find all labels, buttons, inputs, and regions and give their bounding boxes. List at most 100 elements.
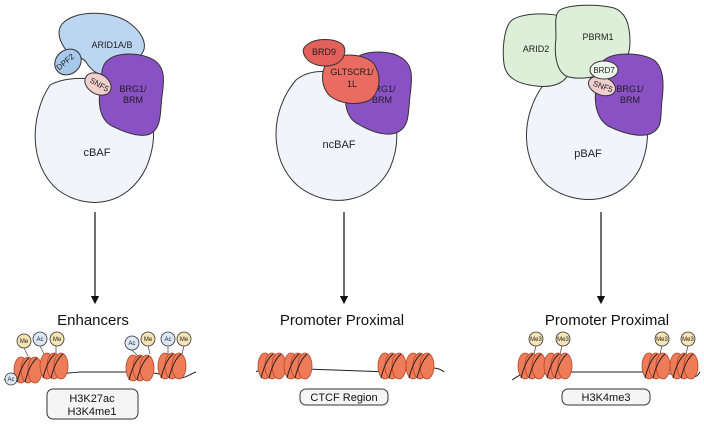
cbaf-me-mark-3	[140, 331, 156, 347]
cbaf-me-mark-2-label: Me	[53, 337, 62, 343]
ncbaf-nucleosome-3	[377, 352, 407, 380]
pbaf-pbrm1-label: PBRM1	[582, 32, 613, 42]
pbaf-me3-mark-4-label: Me3	[682, 337, 694, 343]
pbaf-nucleosome-1	[517, 352, 547, 380]
ncbaf-region-label-box	[299, 388, 389, 406]
cbaf-nucleosome-3	[125, 354, 155, 382]
cbaf-nucleosome-2-dna-wrap-1	[42, 353, 56, 379]
pbaf-nucleosome-3	[641, 352, 671, 380]
cbaf-nucleosome-4-dna-wrap-1	[160, 353, 174, 379]
cbaf-ac-mark-1-label: Ac	[36, 337, 43, 343]
cbaf-nucleosome-1-dna-wrap-2	[24, 357, 38, 383]
ncbaf-nucleosome-2-dna-wrap-1	[286, 353, 300, 379]
cbaf-brg1-label-line2: BRM	[123, 95, 143, 105]
cbaf-ac-mark-1	[32, 331, 48, 347]
pbaf-name: pBAF	[574, 148, 602, 160]
pbaf-nucleosome-2-dna-wrap-2	[554, 353, 568, 379]
cbaf-ac-mark-2	[124, 335, 140, 351]
cbaf-nucleosome-1-dna-wrap-1	[16, 357, 30, 383]
ncbaf-nucleosome-4-dna-wrap-1	[408, 353, 422, 379]
pbaf-brg1-label-line1: BRG1/	[616, 84, 644, 94]
cbaf-nucleosome-3-dna-wrap-1	[128, 355, 142, 381]
pbaf-nucleosome-1-dna-wrap-2	[528, 353, 542, 379]
cbaf-nucleosome-4-dna-wrap-2	[168, 353, 182, 379]
cbaf-mark-label-line2: H3K4me1	[68, 406, 117, 418]
cbaf-me-mark-4-label: Me	[180, 337, 189, 343]
cbaf-chromatin: Me Ac Me Ac Ac Me Ac Me H3K27ac H3K4me1	[3, 331, 197, 420]
ncbaf-gltscr-label-line1: GLTSCR1/	[330, 67, 374, 77]
cbaf-me-mark-4	[176, 331, 192, 347]
pbaf-nucleosome-2-disc-3	[557, 352, 573, 380]
ncbaf-nucleosome-3-dna-wrap-1	[380, 353, 394, 379]
pbaf-me3-mark-3-label: Me3	[656, 337, 668, 343]
cbaf-ac-mark-dna	[4, 372, 18, 386]
ncbaf-nucleosome-3-dna-wrap-2	[388, 353, 402, 379]
cbaf-nucleosome-3-disc-3	[139, 354, 155, 382]
pbaf-me3-mark-1	[528, 331, 544, 347]
ncbaf-nucleosome-4-disc-3	[419, 352, 435, 380]
pbaf-brd7-subunit	[589, 60, 619, 80]
ncbaf-brg1-label-line2: BRM	[372, 95, 392, 105]
pbaf-nucleosome-2-dna-wrap-1	[546, 353, 560, 379]
ncbaf-target-title: Promoter Proximal	[280, 312, 404, 329]
ncbaf-gltscr-label-line2: 1L	[347, 79, 357, 89]
pbaf-chromatin: Me3 Me3 Me3 Me3 H3K4me3	[511, 331, 701, 406]
pbaf-complex: ARID2 PBRM1 BRG1/ BRM SNF5 BRD7 pBAF	[502, 4, 664, 201]
pbaf-nucleosome-2	[543, 352, 573, 380]
cbaf-nucleosome-1	[13, 356, 43, 384]
pbaf-nucleosome-4-dna-wrap-2	[680, 353, 694, 379]
pbaf-me3-mark-1-label: Me3	[530, 337, 542, 343]
ncbaf-nucleosome-1-dna-wrap-2	[268, 353, 282, 379]
ncbaf-nucleosome-4-dna-wrap-2	[416, 353, 430, 379]
cbaf-brg1-label-line1: BRG1/	[119, 84, 147, 94]
ncbaf-brd9-subunit	[302, 39, 346, 67]
cbaf-nucleosome-2	[39, 352, 69, 380]
ncbaf-gltscr-subunit	[322, 54, 380, 104]
pbaf-me3-mark-4	[680, 331, 696, 347]
cbaf-nucleosome-1-disc-3	[27, 356, 43, 384]
pbaf-nucleosome-1-dna-wrap-1	[520, 353, 534, 379]
pbaf-nucleosome-4	[669, 352, 699, 380]
pbaf-nucleosome-4-dna-wrap-1	[672, 353, 686, 379]
pbaf-nucleosome-3-disc-3	[655, 352, 671, 380]
ncbaf-brg1-label-line1: BRG1/	[368, 84, 396, 94]
cbaf-nucleosome-4	[157, 352, 187, 380]
pbaf-me3-mark-2-label: Me3	[557, 337, 569, 343]
ncbaf-complex: BRG1/ BRM GLTSCR1/ 1L BRD9 ncBAF	[275, 39, 413, 201]
pbaf-mark-label-box	[561, 388, 651, 406]
cbaf-ac-mark-2-label: Ac	[128, 341, 135, 347]
ncbaf-nucleosome-2	[283, 352, 313, 380]
ncbaf-region-label: CTCF Region	[310, 392, 377, 404]
ncbaf-nucleosome-2-disc-3	[297, 352, 313, 380]
ncbaf-nucleosome-1	[257, 352, 287, 380]
cbaf-name: cBAF	[84, 147, 111, 159]
cbaf-complex: ARID1A/B DPF2 BRG1/ BRM SNF5 cBAF	[34, 12, 165, 203]
pbaf-brg1-label-line2: BRM	[620, 95, 640, 105]
pbaf-mark-label: H3K4me3	[582, 392, 631, 404]
pbaf-nucleosome-3-dna-wrap-2	[652, 353, 666, 379]
cbaf-ac-mark-dna-label: Ac	[7, 377, 14, 383]
cbaf-ac-mark-3-label: Ac	[164, 337, 171, 343]
cbaf-ac-mark-3	[160, 331, 176, 347]
pbaf-brd7-label: BRD7	[593, 66, 615, 75]
ncbaf-nucleosome-4	[405, 352, 435, 380]
cbaf-me-mark-1-label: Me	[20, 339, 29, 345]
cbaf-nucleosome-2-dna-wrap-2	[50, 353, 64, 379]
ncbaf-nucleosome-2-dna-wrap-2	[294, 353, 308, 379]
cbaf-me-mark-1	[16, 333, 32, 349]
cbaf-me-mark-2	[49, 331, 65, 347]
cbaf-mark-label-line1: H3K27ac	[69, 393, 115, 405]
cbaf-me-mark-3-label: Me	[144, 337, 153, 343]
pbaf-target-title: Promoter Proximal	[545, 312, 669, 329]
cbaf-arid1a-label: ARID1A/B	[91, 40, 132, 50]
cbaf-nucleosome-2-disc-3	[53, 352, 69, 380]
cbaf-nucleosome-4-disc-3	[171, 352, 187, 380]
ncbaf-nucleosome-1-dna-wrap-1	[260, 353, 274, 379]
pbaf-nucleosome-4-disc-3	[683, 352, 699, 380]
cbaf-snf5-subunit	[84, 72, 112, 96]
cbaf-target-title: Enhancers	[57, 312, 129, 329]
pbaf-me3-mark-3	[654, 331, 670, 347]
pbaf-arid2-label: ARID2	[523, 44, 550, 54]
ncbaf-name: ncBAF	[322, 139, 355, 151]
